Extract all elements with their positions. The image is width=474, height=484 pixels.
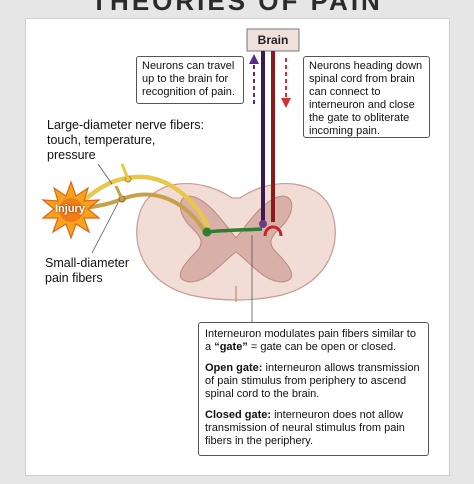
gate-intro: Interneuron modulates pain fibers simila… <box>205 328 416 353</box>
descending-arrow-head <box>281 98 291 108</box>
closed-gate-text: Closed gate: interneuron does not allow … <box>205 409 405 447</box>
note-descending: Neurons heading down spinal cord from br… <box>303 56 430 138</box>
ascending-neuron-body <box>259 220 267 228</box>
small-fiber-root <box>114 185 124 200</box>
small-fibers-label: Small-diameter pain fibers <box>45 256 130 285</box>
note-ascending: Neurons can travel up to the brain for r… <box>136 56 244 104</box>
page-title: THEORIES OF PAIN <box>91 0 383 16</box>
injury-core <box>59 198 83 222</box>
small-fiber-leader <box>91 202 119 254</box>
large-fiber-root <box>120 163 130 180</box>
ascending-arrow-head <box>249 54 259 64</box>
open-gate-text: Open gate: interneuron allows transmissi… <box>205 362 420 400</box>
injury-label: Injury <box>55 203 85 215</box>
interneuron <box>207 227 263 234</box>
small-diameter-fiber <box>70 192 207 234</box>
large-fiber-leader <box>97 163 113 185</box>
descending-neuron-terminal <box>263 225 283 237</box>
brain-label: Brain <box>257 33 289 47</box>
interneuron-body <box>202 227 212 237</box>
gate-explanation-box: Interneuron modulates pain fibers simila… <box>198 322 429 456</box>
large-fibers-label: Large-diameter nerve fibers: touch, temp… <box>47 118 205 162</box>
